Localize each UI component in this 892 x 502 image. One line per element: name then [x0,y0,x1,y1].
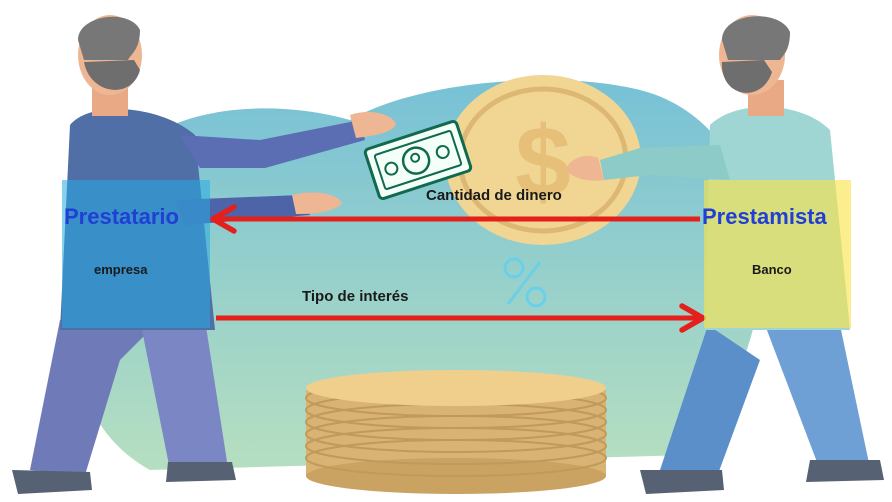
flow-label-interest: Tipo de interés [302,288,409,305]
percent-icon [503,257,547,308]
banknote-icon [363,119,473,201]
borrower-title: Prestatario [64,204,179,229]
dollar-coin-icon: $ [445,75,641,245]
borrower-box [62,180,210,328]
lender-title: Prestamista [702,204,827,229]
coin-stack-icon [305,370,607,494]
borrower-subtitle: empresa [94,262,148,277]
svg-text:$: $ [515,106,571,218]
lender-subtitle: Banco [752,262,792,277]
flow-label-money: Cantidad de dinero [426,187,562,204]
lender-box [704,180,851,328]
